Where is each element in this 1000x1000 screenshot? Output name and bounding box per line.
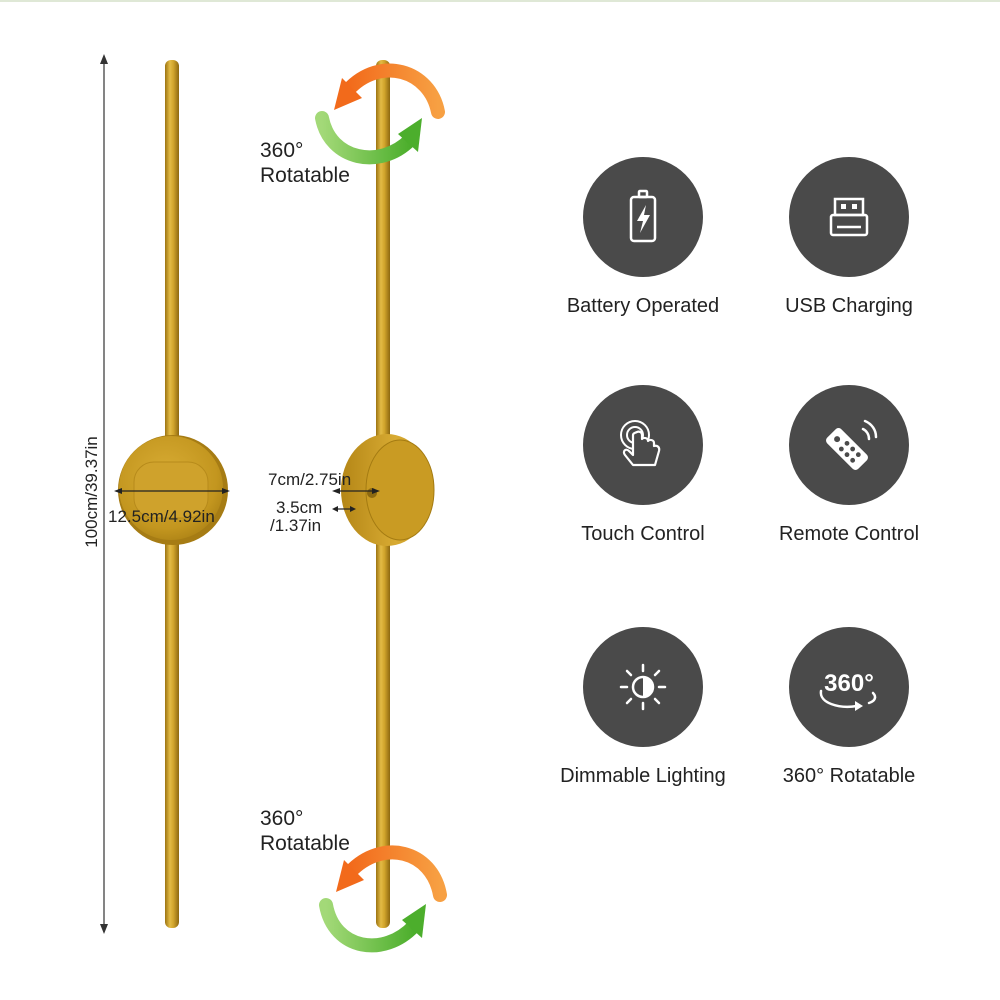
feature-dimmable-lighting: Dimmable Lighting: [533, 627, 753, 788]
height-dimension-label: 100cm/39.37in: [82, 436, 101, 548]
battery-icon: [629, 189, 657, 243]
depth-label-line1: 3.5cm: [276, 498, 323, 517]
feature-label: Remote Control: [778, 523, 920, 545]
feature-circle: [583, 157, 703, 277]
feature-remote-control: Remote Control: [739, 385, 959, 546]
rotate-bottom-degree: 360°: [260, 807, 304, 830]
lamp-front-view: [114, 60, 230, 928]
rotate-bottom-text: Rotatable: [260, 832, 350, 855]
rotate-top-degree: 360°: [260, 139, 304, 162]
sun-icon: [619, 663, 667, 711]
remote-icon: [826, 419, 878, 470]
feature-label: Touch Control: [581, 523, 705, 545]
feature-battery-operated: Battery Operated: [533, 157, 753, 318]
feature-label: Battery Operated: [566, 295, 720, 317]
rotate-label-bottom: 360° Rotatable: [260, 806, 350, 856]
feature-label: Dimmable Lighting: [560, 765, 726, 787]
feature-label: USB Charging: [785, 295, 913, 317]
feature-touch-control: Touch Control: [533, 385, 753, 546]
feature-circle: [789, 157, 909, 277]
depth-label-line2: /1.37in: [270, 516, 322, 535]
feature-circle: 360°: [789, 627, 909, 747]
feature-usb-charging: USB Charging: [739, 157, 959, 318]
rotate-360-icon: 360°: [819, 670, 877, 711]
feature-360-rotatable: 360° 360° Rotatable: [739, 627, 959, 788]
rotate-label-top: 360° Rotatable: [260, 138, 350, 188]
lamp-side-view: [332, 60, 435, 928]
feature-label: 360° Rotatable: [782, 765, 916, 787]
usb-icon: [829, 197, 869, 237]
rotate-top-text: Rotatable: [260, 164, 350, 187]
feature-circle: [583, 627, 703, 747]
disc-width-label: 7cm/2.75in: [268, 470, 352, 489]
feature-circle: [583, 385, 703, 505]
touch-icon: [620, 420, 661, 467]
feature-circle: [789, 385, 909, 505]
disc-diameter-label: 12.5cm/4.92in: [108, 507, 215, 526]
rotate-360-icon-text: 360°: [824, 670, 874, 697]
height-dimension-line: [100, 54, 108, 934]
top-border: [0, 0, 1000, 2]
rotate-arrows-top: [315, 63, 445, 165]
rotate-arrows-bottom: [319, 845, 447, 953]
